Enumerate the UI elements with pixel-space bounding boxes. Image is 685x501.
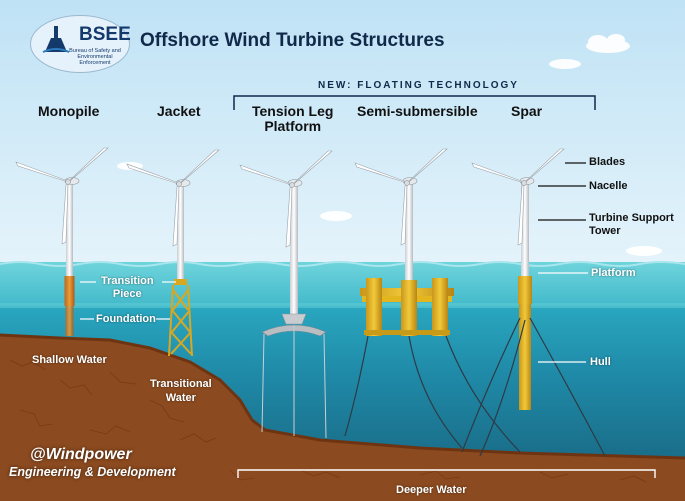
type-label-jacket: Jacket	[157, 103, 201, 119]
type-label-monopile: Monopile	[38, 103, 100, 119]
page-title: Offshore Wind Turbine Structures	[140, 30, 445, 51]
turbine-monopile	[15, 147, 109, 336]
type-label-semi-submersible: Semi-submersible	[357, 103, 478, 119]
shallow-water-label: Shallow Water	[32, 354, 107, 366]
type-label-tension-leg: Tension Leg Platform	[252, 103, 334, 134]
floating-technology-label: NEW: FLOATING TECHNOLOGY	[318, 80, 519, 91]
type-label-spar: Spar	[511, 103, 543, 119]
bsee-logo: BSEE Bureau of Safety and Environmental …	[30, 15, 131, 73]
credit-handle: @Windpower	[30, 446, 132, 463]
credit-publication: Engineering & Development	[9, 465, 176, 479]
hull-label: Hull	[590, 356, 611, 368]
turbine-spar	[461, 148, 606, 457]
nacelle-label: Nacelle	[589, 180, 628, 192]
blades-label: Blades	[589, 156, 626, 168]
deeper-water-label: Deeper Water	[396, 484, 467, 496]
logo-subtext: Bureau of Safety and Environmental Enfor…	[69, 48, 121, 66]
transitional-water-label: Transitional Water	[150, 378, 212, 404]
turbine-jacket	[126, 149, 220, 357]
platform-label: Platform	[591, 267, 636, 279]
tower-label: Turbine Support Tower	[589, 212, 674, 237]
turbine-semi-submersible	[344, 148, 521, 453]
transition-piece-label: Transition Piece	[101, 275, 154, 300]
oil-platform-icon	[42, 26, 70, 53]
turbine-tension-leg	[239, 150, 333, 439]
logo-text: BSEE	[79, 24, 131, 45]
foundation-label: Foundation	[96, 313, 156, 325]
